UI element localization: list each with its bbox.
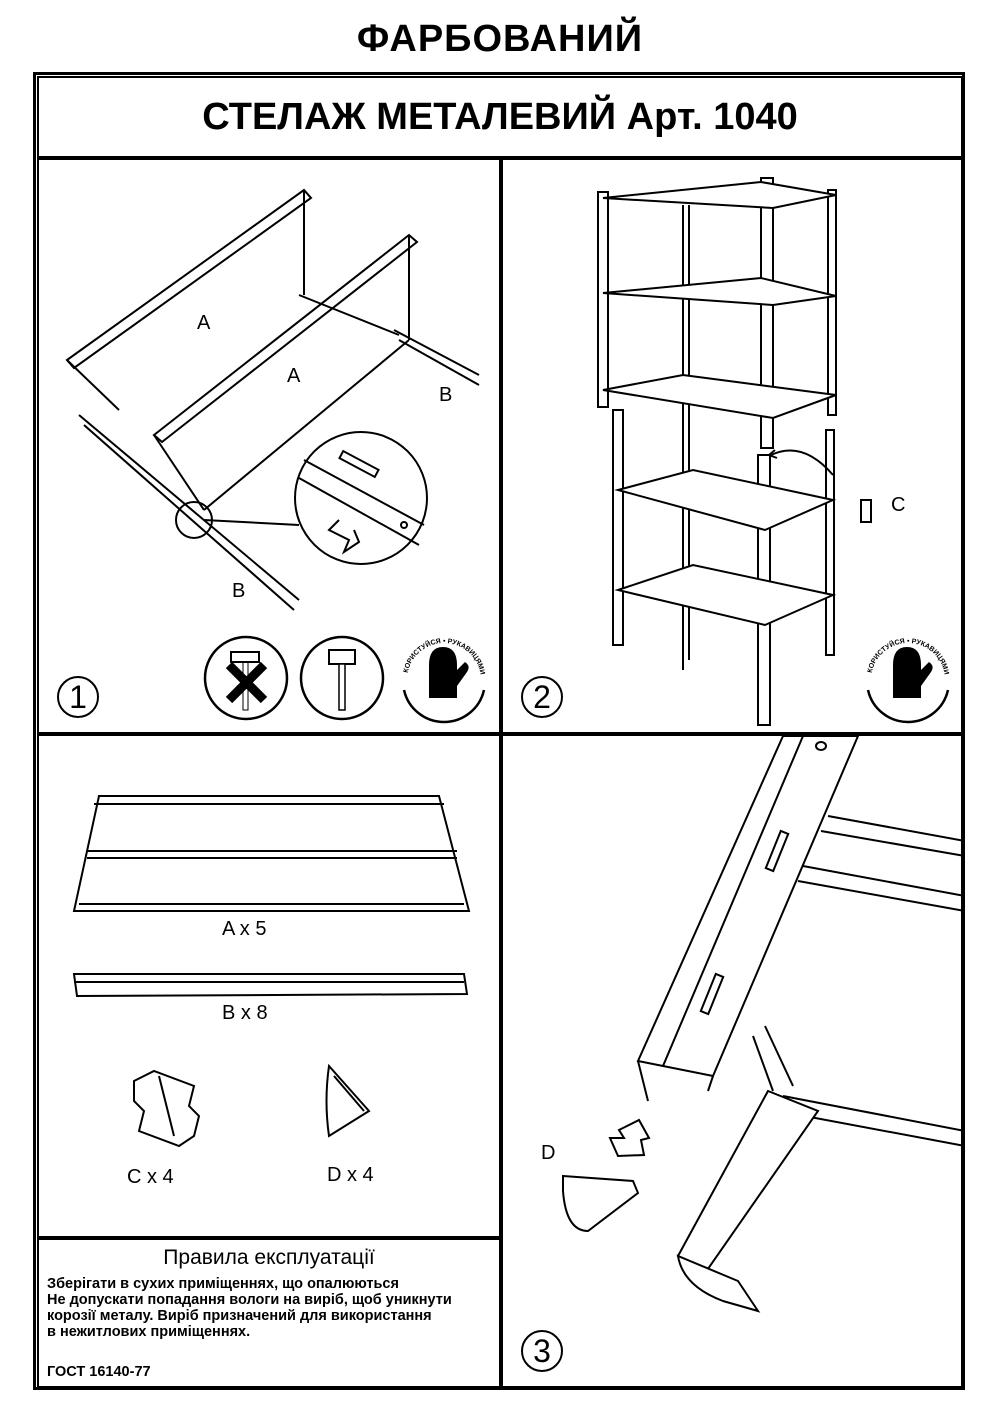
document-title: СТЕЛАЖ МЕТАЛЕВИЙ Арт. 1040 — [37, 76, 963, 158]
part-label-b: B — [232, 580, 246, 602]
part-count-b: B x 8 — [222, 1002, 268, 1024]
parts-illustration — [72, 795, 471, 1148]
part-count-a: A x 5 — [222, 918, 267, 940]
part-label-c: C — [891, 494, 906, 516]
step-number: 2 — [521, 676, 563, 718]
rules-title: Правила експлуатації — [163, 1246, 375, 1269]
foot-part-d — [325, 1063, 371, 1138]
part-label-d: D — [541, 1142, 556, 1164]
no-hammer-icon — [203, 635, 289, 721]
usage-rules-panel: Правила експлуатації Зберігати в сухих п… — [37, 1238, 501, 1388]
step-1-panel: A A B B 1 КОРИСТУЙСЯ • РУКАВИЦЯМИ — [37, 158, 501, 734]
step-3-panel: D 3 — [501, 734, 965, 1388]
part-count-d: D x 4 — [327, 1164, 374, 1186]
step-2-panel: C 2 КОРИСТУЙСЯ • РУКАВИЦЯМИ — [501, 158, 963, 734]
foot-attachment-illustration — [562, 736, 965, 1313]
shelf-part-a — [72, 795, 471, 912]
parts-list-panel: A x 5 B x 8 C x 4 D x 4 — [37, 734, 501, 1238]
outer-frame — [33, 72, 965, 1390]
rules-text: Зберігати в сухих приміщеннях, що опалюю… — [47, 1276, 452, 1340]
part-label-a: A — [197, 312, 211, 334]
mallet-icon — [299, 635, 385, 721]
gost-standard: ГОСТ 16140-77 — [47, 1364, 151, 1380]
step-number: 1 — [57, 676, 99, 718]
part-count-c: C x 4 — [127, 1166, 174, 1188]
upright-part-b — [72, 973, 469, 998]
step-number: 3 — [521, 1330, 563, 1372]
clip-part-c — [133, 1069, 201, 1148]
document-subtitle: ФАРБОВАНИЙ — [356, 18, 644, 60]
gloves-icon: КОРИСТУЙСЯ • РУКАВИЦЯМИ — [867, 638, 950, 724]
part-label-a: A — [287, 365, 301, 387]
shelf-assembly-illustration — [65, 188, 480, 611]
shelving-unit-illustration — [597, 177, 872, 726]
part-label-b: B — [439, 384, 453, 406]
tool-icons: КОРИСТУЙСЯ • РУКАВИЦЯМИ — [203, 635, 486, 724]
gloves-icon: КОРИСТУЙСЯ • РУКАВИЦЯМИ — [403, 638, 486, 724]
